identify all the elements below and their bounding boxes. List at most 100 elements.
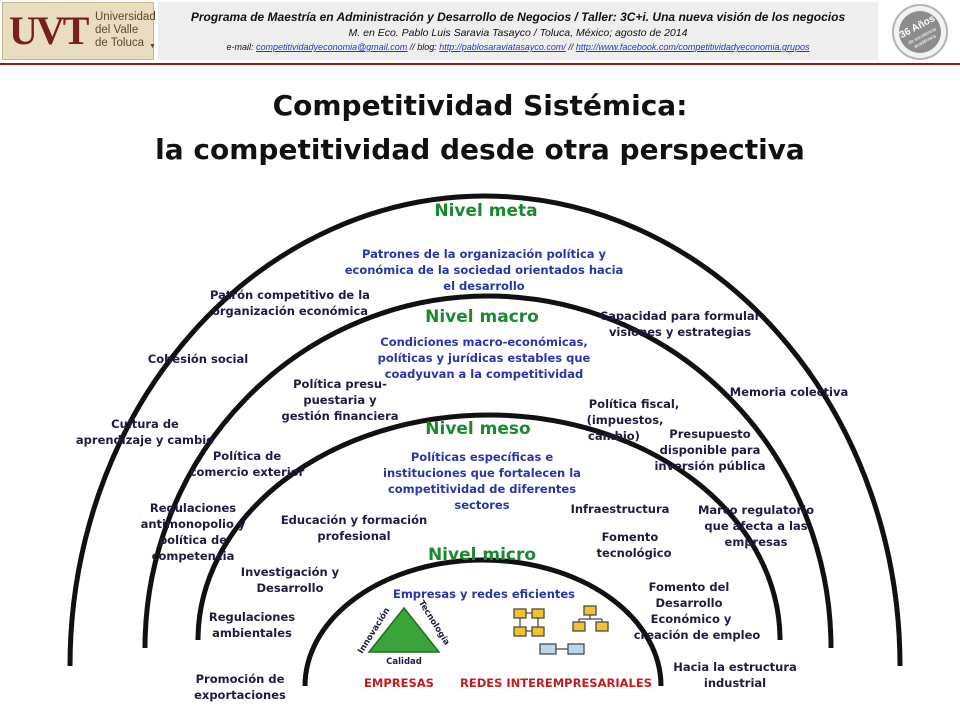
label-line: Investigación y — [241, 565, 340, 579]
center-text-line: económica de la sociedad orientados haci… — [345, 263, 624, 277]
label-line: (impuestos, — [587, 413, 664, 427]
facebook-link[interactable]: http://www.facebook.com/competitividadye… — [575, 42, 810, 52]
center-text-line: Patrones de la organización política y — [362, 247, 607, 261]
label-cultura-aprendizaje: Cultura de aprendizaje y cambio — [76, 417, 214, 447]
title-line: la competitividad desde otra perspectiva — [155, 133, 805, 166]
label-line: empresas — [725, 535, 788, 549]
label-line: Marco regulatorio — [698, 503, 814, 517]
label-politica-fiscal: Política fiscal, (impuestos, cambio) — [587, 397, 680, 443]
bottom-label-redes: REDES INTEREMPRESARIALES — [460, 676, 652, 690]
center-text-line: sectores — [454, 498, 509, 512]
label-line: Política presu- — [293, 377, 387, 391]
label-investigacion-desarrollo: Investigación y Desarrollo — [241, 565, 340, 595]
label-line: industrial — [704, 676, 766, 690]
center-text-meta: Patrones de la organización política y e… — [345, 247, 624, 293]
header-divider — [0, 63, 960, 65]
logo-mark: UVT — [9, 8, 89, 53]
center-text-line: competitividad de diferentes — [388, 482, 576, 496]
label-line: Fomento — [602, 530, 659, 544]
label-line: Presupuesto — [669, 427, 750, 441]
center-text-line: instituciones que fortalecen la — [383, 466, 581, 480]
label-line: visiones y estrategias — [609, 325, 751, 339]
label-regulaciones-antimonopolio: Regulaciones antimonopolio y política de… — [141, 501, 246, 563]
triangle-shape — [367, 606, 441, 653]
level-title-meso: Nivel meso — [425, 419, 530, 439]
label-line: profesional — [317, 529, 390, 543]
contact-separator: // blog: — [407, 42, 440, 52]
author-line: M. en Eco. Pablo Luis Saravia Tasayco / … — [348, 27, 688, 39]
label-line: ambientales — [212, 626, 292, 640]
logo-text-line: del Valle — [95, 24, 139, 36]
arc-meta — [67, 193, 903, 667]
label-line: cambio) — [588, 429, 640, 443]
label-line: Desarrollo — [257, 581, 324, 595]
label-patron-competitivo: Patrón competitivo de la organización ec… — [210, 288, 370, 318]
label-presupuesto-disponible: Presupuesto disponible para inversión pú… — [654, 427, 765, 473]
label-educacion-formacion: Educación y formación profesional — [281, 513, 427, 543]
email-link[interactable]: competitividadyeconomia@gmail.com — [256, 42, 408, 52]
label-estructura-industrial: Hacia la estructura industrial — [673, 660, 797, 690]
quality-triangle: Innovación Tecnología Calidad — [355, 599, 451, 667]
hierarchy-network-icon — [572, 605, 609, 632]
label-fomento-tecnologico: Fomento tecnológico — [597, 530, 672, 560]
arc-meso — [195, 412, 783, 641]
label-line: que afecta a las — [704, 519, 807, 533]
label-line: Política fiscal, — [589, 397, 680, 411]
label-capacidad-formular: Capacidad para formular visiones y estra… — [600, 309, 761, 339]
contact-line: e-mail: competitividadyeconomia@gmail.co… — [158, 42, 878, 52]
label-line: Educación y formación — [281, 513, 427, 527]
label-line: Regulaciones — [209, 610, 295, 624]
arc-macro — [142, 293, 834, 649]
center-text-line: coadyuvan a la competitividad — [385, 367, 584, 381]
center-text-line: políticas y jurídicas estables que — [378, 351, 591, 365]
label-marco-regulatorio: Marco regulatorio que afecta a las empre… — [698, 503, 814, 549]
network-icon — [513, 608, 545, 637]
slide-header: UVT Universidad del Valle de Toluca ▼ Pr… — [0, 0, 960, 66]
slide-title: Competitividad Sistémica: la competitivi… — [0, 84, 960, 172]
linked-blocks-icon — [539, 643, 585, 655]
uvt-logo[interactable]: UVT Universidad del Valle de Toluca ▼ — [2, 2, 156, 60]
label-line: organización económica — [212, 304, 368, 318]
blog-link[interactable]: http://pablosaraviatasayco.com/ — [439, 42, 566, 52]
triangle-label-calidad: Calidad — [386, 657, 422, 667]
label-regulaciones-ambientales: Regulaciones ambientales — [209, 610, 295, 640]
label-line: Hacia la estructura — [673, 660, 797, 674]
contact-separator: // — [565, 42, 576, 52]
label-line: antimonopolio y — [141, 517, 246, 531]
label-fomento-desarrollo: Fomento del Desarrollo Económico y creac… — [634, 580, 761, 642]
label-line: Desarrollo — [656, 596, 723, 610]
label-memoria-colectiva: Memoria colectiva — [730, 385, 848, 399]
label-line: inversión pública — [654, 459, 765, 473]
label-line: disponible para — [660, 443, 761, 457]
label-infraestructura: Infraestructura — [571, 502, 670, 516]
label-line: Patrón competitivo de la — [210, 288, 370, 302]
label-line: exportaciones — [194, 688, 286, 702]
caret-down-icon: ▼ — [149, 43, 156, 50]
label-line: Cultura de — [111, 417, 179, 431]
label-politica-presupuestaria: Política presu- puestaria y gestión fina… — [281, 377, 398, 423]
center-text-micro: Empresas y redes eficientes — [393, 587, 575, 601]
label-line: Promoción de — [196, 672, 285, 686]
label-line: Política de — [213, 449, 281, 463]
label-promocion-exportaciones: Promoción de exportaciones — [194, 672, 286, 702]
label-line: Fomento del — [649, 580, 730, 594]
bottom-label-empresas: EMPRESAS — [364, 676, 434, 690]
label-line: creación de empleo — [634, 628, 761, 642]
label-line: Capacidad para formular — [600, 309, 761, 323]
label-line: tecnológico — [597, 546, 672, 560]
label-politica-comercio: Política de comercio exterior — [190, 449, 305, 479]
center-text-line: Condiciones macro-económicas, — [380, 335, 587, 349]
center-text-meso: Políticas específicas e instituciones qu… — [383, 450, 581, 512]
center-text-macro: Condiciones macro-económicas, políticas … — [378, 335, 591, 381]
level-title-macro: Nivel macro — [425, 307, 539, 327]
anniversary-badge-icon: 36 Años de excelencia académica — [892, 4, 948, 60]
program-line: Programa de Maestría en Administración y… — [190, 10, 846, 24]
level-title-meta: Nivel meta — [434, 201, 537, 221]
logo-text: Universidad del Valle de Toluca — [95, 11, 156, 50]
label-line: competencia — [152, 549, 235, 563]
center-text-line: Políticas específicas e — [411, 450, 553, 464]
email-label: e-mail: — [226, 42, 257, 52]
header-info-band: Programa de Maestría en Administración y… — [158, 2, 878, 60]
label-line: Económico y — [651, 612, 732, 626]
